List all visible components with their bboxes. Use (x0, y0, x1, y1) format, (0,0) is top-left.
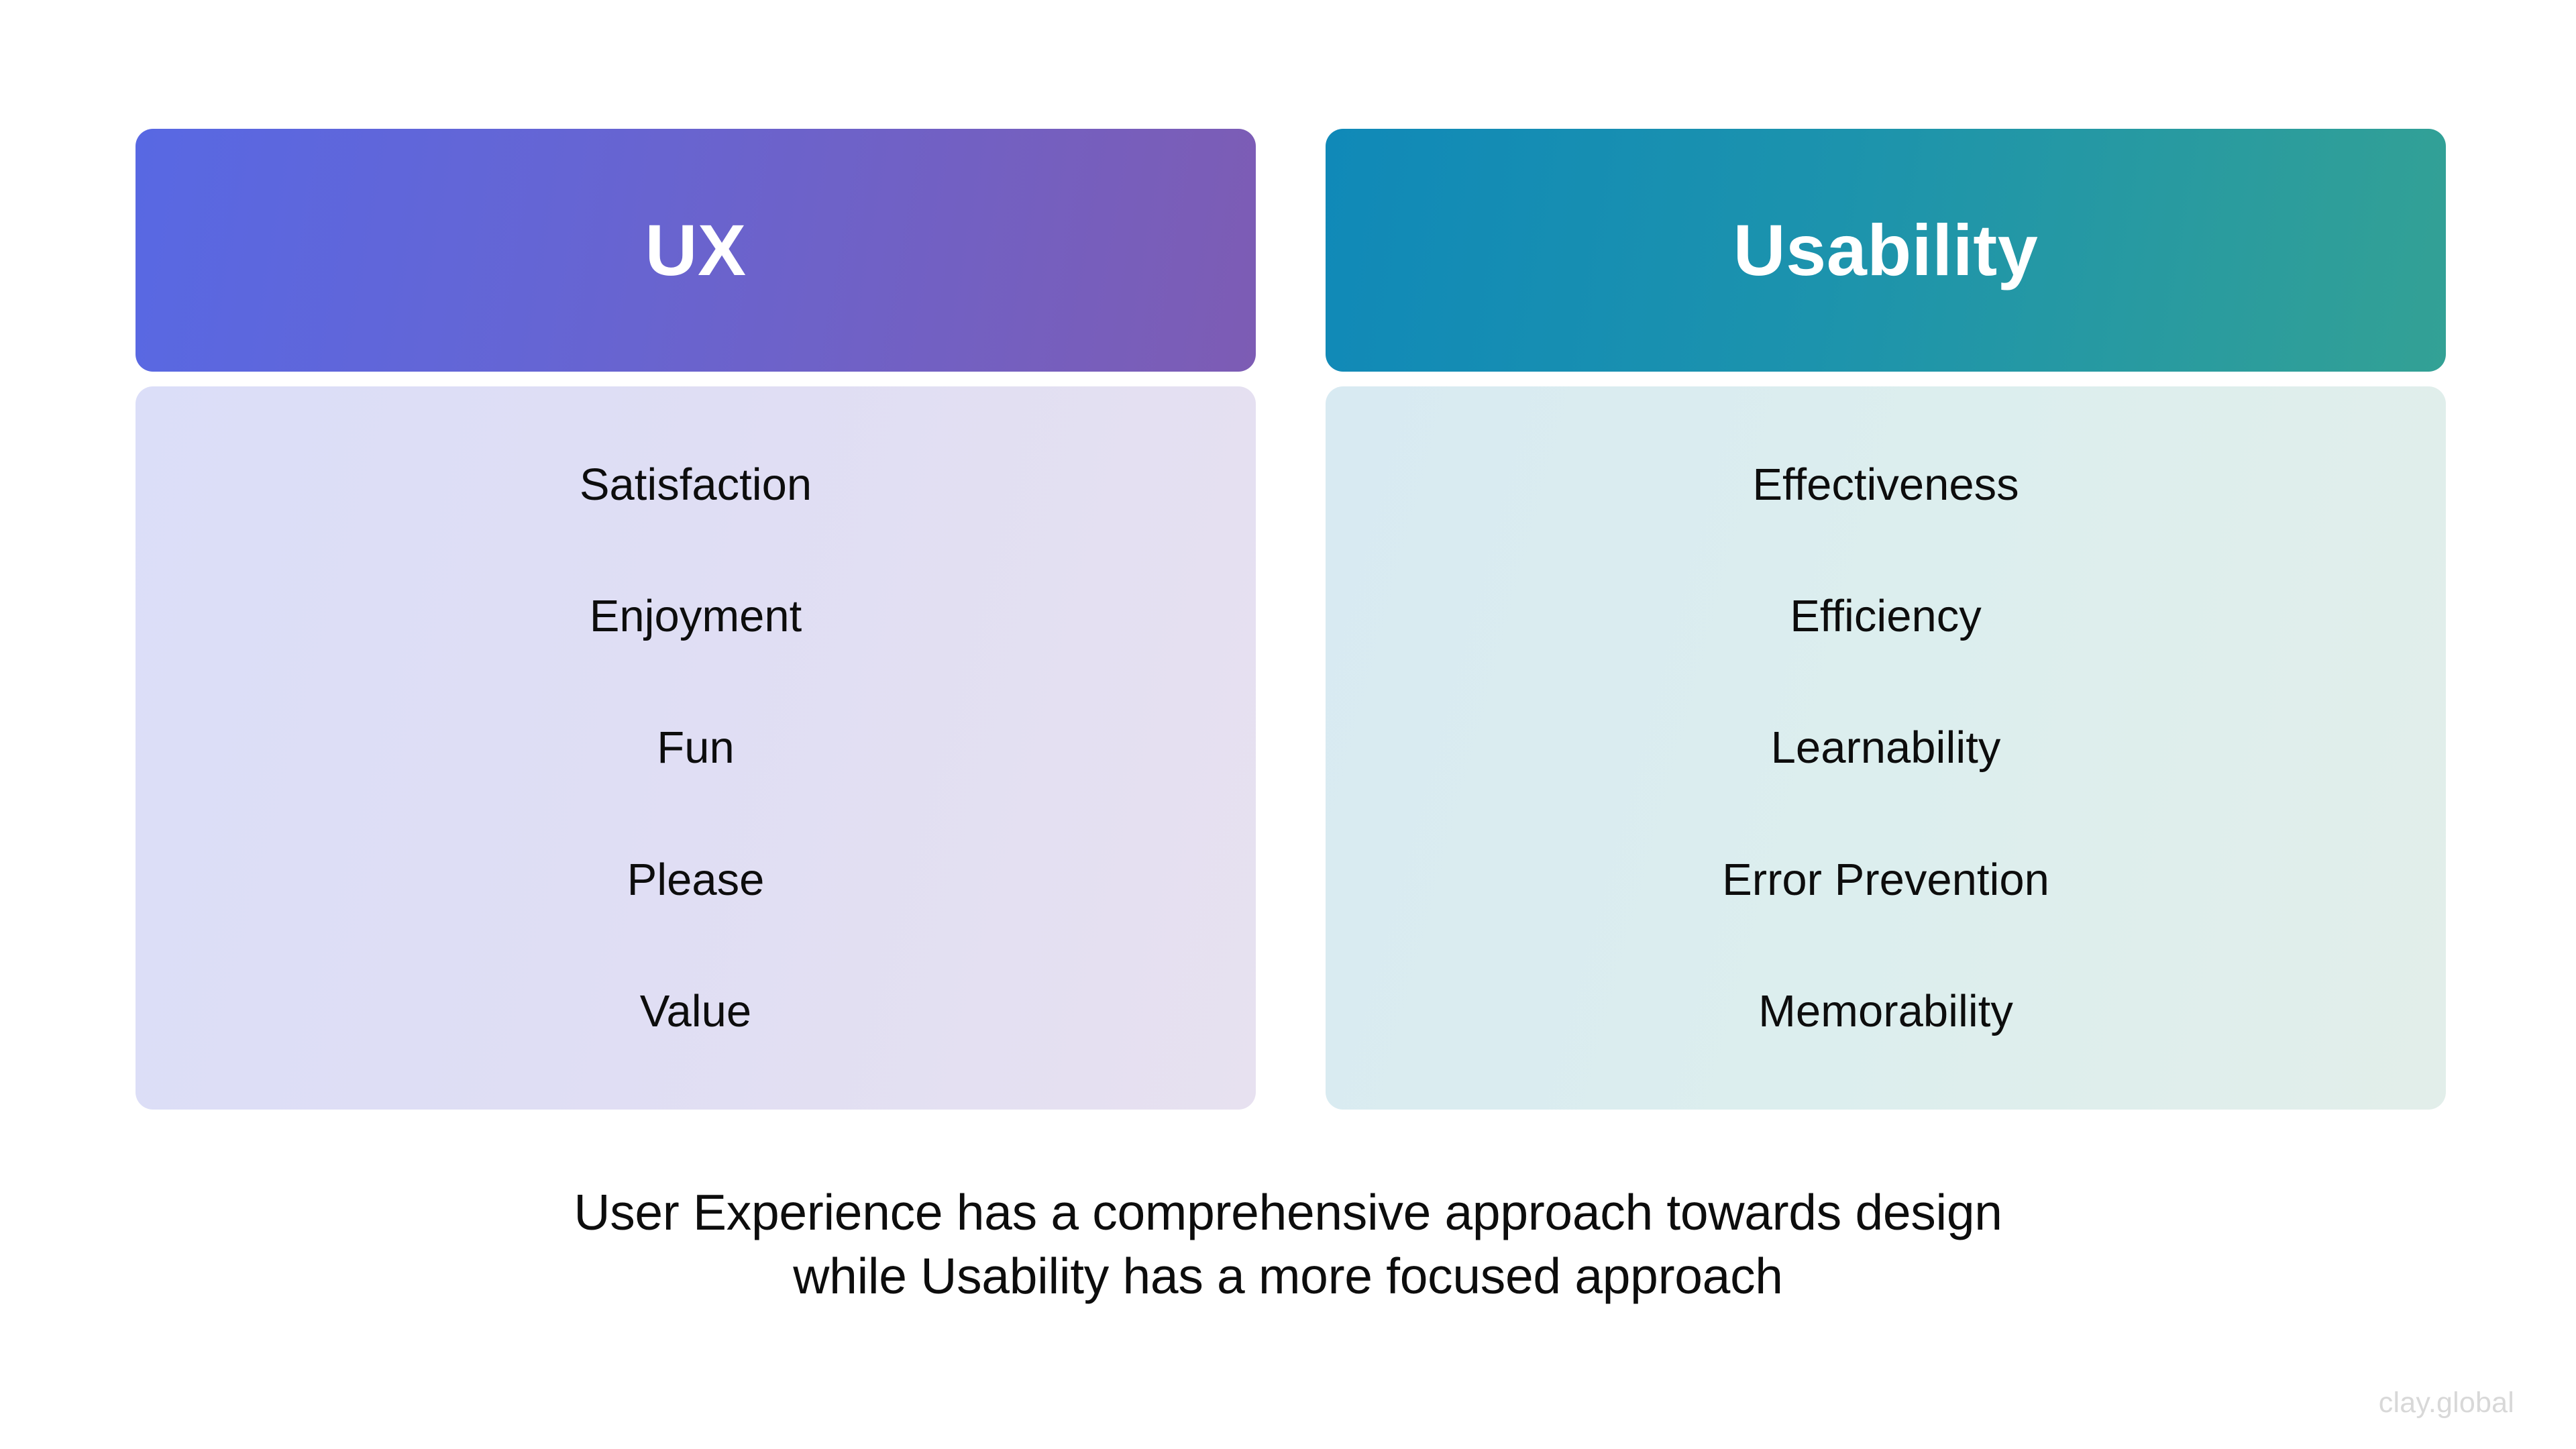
list-item: Learnability (1770, 722, 2001, 773)
column-header-usability: Usability (1326, 129, 2446, 372)
list-item: Effectiveness (1752, 460, 2019, 511)
list-item: Efficiency (1790, 591, 1982, 642)
column-header-ux: UX (136, 129, 1256, 372)
list-item: Enjoyment (589, 591, 802, 642)
list-item: Memorability (1758, 985, 2013, 1036)
column-title-ux: UX (645, 209, 747, 290)
list-item: Satisfaction (579, 460, 812, 511)
list-item: Error Prevention (1722, 854, 2049, 905)
list-item: Please (627, 854, 765, 905)
column-body-ux: Satisfaction Enjoyment Fun Please Value (136, 386, 1256, 1110)
caption-line-1: User Experience has a comprehensive appr… (574, 1184, 2002, 1240)
column-ux: UX Satisfaction Enjoyment Fun Please Val… (136, 129, 1256, 1110)
column-usability: Usability Effectiveness Efficiency Learn… (1326, 129, 2446, 1110)
list-item: Value (639, 985, 752, 1036)
list-item: Fun (657, 722, 735, 773)
column-title-usability: Usability (1733, 209, 2039, 290)
caption-line-2: while Usability has a more focused appro… (793, 1248, 1783, 1305)
comparison-columns: UX Satisfaction Enjoyment Fun Please Val… (136, 129, 2446, 1110)
column-body-usability: Effectiveness Efficiency Learnability Er… (1326, 386, 2446, 1110)
caption: User Experience has a comprehensive appr… (0, 1181, 2576, 1309)
watermark: clay.global (2378, 1387, 2514, 1419)
